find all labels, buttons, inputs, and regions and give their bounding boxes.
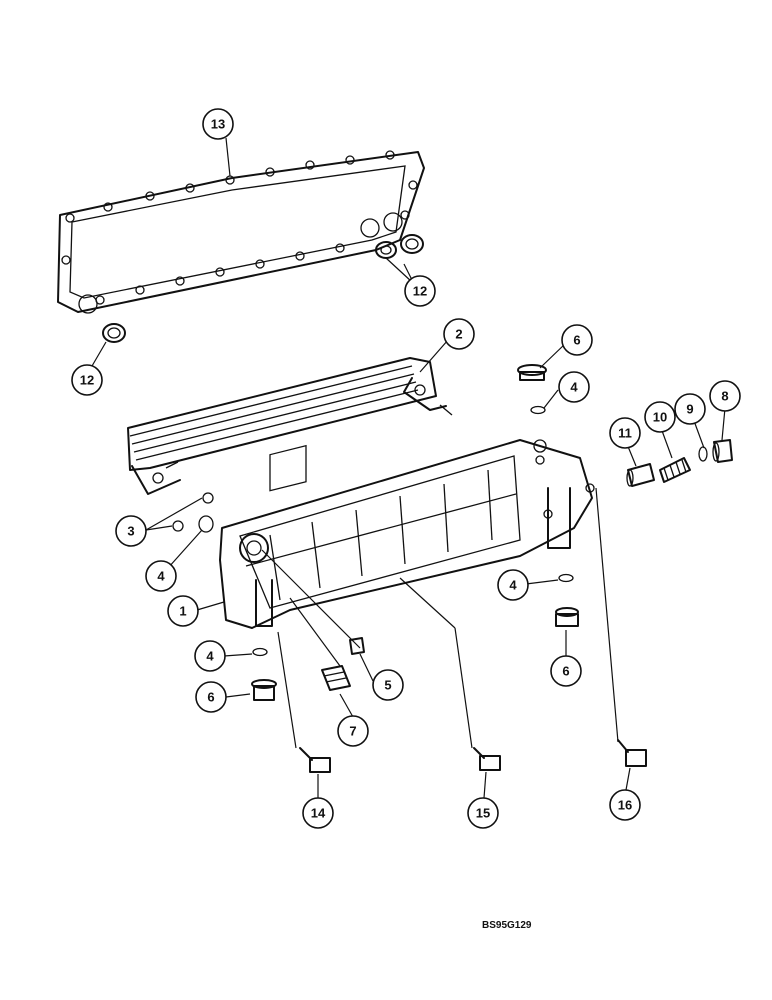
callout: 6 <box>195 681 227 713</box>
bolt-16 <box>617 739 647 767</box>
bolt-15 <box>473 747 501 771</box>
callout: 13 <box>202 108 234 140</box>
svg-text:1: 1 <box>179 604 186 619</box>
gasket <box>57 150 425 314</box>
o-rings-3 <box>172 492 214 532</box>
seal-rings <box>102 234 424 343</box>
callout: 2 <box>443 318 475 350</box>
fitting-7 <box>321 665 351 691</box>
callout: 1 <box>167 595 199 627</box>
callout: 5 <box>372 669 404 701</box>
plug-8 <box>712 439 733 463</box>
valve <box>626 463 655 487</box>
callout: 16 <box>609 789 641 821</box>
svg-text:13: 13 <box>211 117 225 132</box>
svg-text:9: 9 <box>686 402 693 417</box>
svg-text:6: 6 <box>562 664 569 679</box>
svg-text:4: 4 <box>509 578 517 593</box>
callout: 6 <box>550 655 582 687</box>
svg-text:6: 6 <box>207 690 214 705</box>
svg-text:12: 12 <box>413 284 427 299</box>
svg-text:8: 8 <box>721 389 728 404</box>
callout: 4 <box>145 560 177 592</box>
callout: 4 <box>497 569 529 601</box>
callout: 10 <box>644 401 676 433</box>
svg-text:6: 6 <box>573 333 580 348</box>
o-ring-top <box>530 405 546 415</box>
o-ring-right <box>558 573 574 583</box>
drawing-reference: BS95G129 <box>482 920 532 931</box>
callout: 11 <box>609 417 641 449</box>
callout: 12 <box>404 275 436 307</box>
cooler-housing <box>219 439 595 629</box>
svg-text:5: 5 <box>384 678 391 693</box>
svg-text:3: 3 <box>127 524 134 539</box>
callout: 4 <box>194 640 226 672</box>
spring <box>659 457 691 483</box>
svg-text:16: 16 <box>618 798 632 813</box>
adapter-5 <box>349 637 365 655</box>
callout: 14 <box>302 797 334 829</box>
bolt-14 <box>299 747 331 773</box>
o-ring-left <box>252 647 268 657</box>
svg-text:2: 2 <box>455 327 462 342</box>
cooler-core <box>127 357 453 495</box>
plug-left <box>251 679 277 701</box>
callout: 4 <box>558 371 590 403</box>
svg-text:4: 4 <box>157 569 165 584</box>
callout: 9 <box>674 393 706 425</box>
callout: 15 <box>467 797 499 829</box>
callout: 7 <box>337 715 369 747</box>
svg-text:12: 12 <box>80 373 94 388</box>
svg-text:11: 11 <box>618 426 632 441</box>
plug-top <box>517 364 547 381</box>
plug-right <box>555 607 579 627</box>
o-ring-9 <box>698 446 708 462</box>
callout: 8 <box>709 380 741 412</box>
callout: 12 <box>71 364 103 396</box>
callout: 6 <box>561 324 593 356</box>
leader-lines <box>91 137 726 799</box>
svg-text:14: 14 <box>311 806 326 821</box>
svg-text:4: 4 <box>570 380 578 395</box>
svg-text:4: 4 <box>206 649 214 664</box>
o-ring-4-left <box>198 515 214 533</box>
svg-text:10: 10 <box>653 410 667 425</box>
callout: 3 <box>115 515 147 547</box>
svg-text:15: 15 <box>476 806 490 821</box>
svg-text:7: 7 <box>349 724 356 739</box>
